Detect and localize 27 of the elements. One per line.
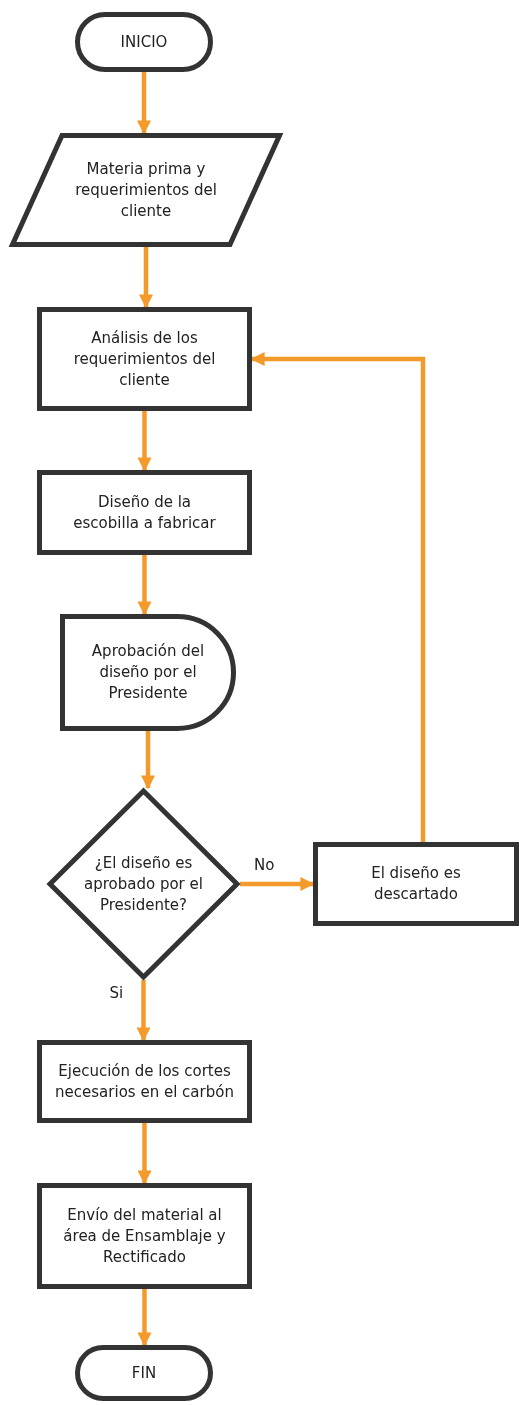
arrow bbox=[137, 72, 151, 135]
node-label: Análisis de los requerimientos del cliente bbox=[72, 327, 217, 391]
terminal-shape bbox=[75, 1345, 213, 1401]
terminal-shape bbox=[75, 12, 213, 72]
arrow bbox=[250, 352, 426, 842]
arrow bbox=[240, 877, 315, 891]
node-label: FIN bbox=[131, 1362, 157, 1384]
node-label: INICIO bbox=[120, 31, 168, 53]
process-box bbox=[313, 842, 519, 926]
node-label: Envío del material al área de Ensamblaje y Rectificado bbox=[62, 1204, 227, 1268]
arrow bbox=[141, 731, 155, 790]
node-label: El diseño es descartado bbox=[370, 863, 462, 905]
process-box bbox=[37, 470, 252, 555]
arrow bbox=[137, 555, 152, 616]
node-label: Aprobación del diseño por el Presidente bbox=[90, 641, 206, 704]
arrow bbox=[136, 980, 151, 1042]
arrow bbox=[137, 1289, 152, 1347]
process-box bbox=[37, 1183, 252, 1289]
arrow bbox=[137, 1123, 152, 1185]
node-label: Diseño de la escobilla a fabricar bbox=[72, 491, 217, 534]
arrow bbox=[139, 247, 153, 309]
node-label: ¿El diseño es aprobado por el Presidente? bbox=[83, 852, 204, 916]
process-box bbox=[37, 1040, 252, 1123]
node-label: Materia prima y requerimientos del cliente bbox=[74, 158, 218, 222]
arrow bbox=[137, 411, 152, 472]
node-label: Ejecución de los cortes necesarios en el carbón bbox=[54, 1060, 235, 1103]
process-box bbox=[37, 307, 252, 411]
